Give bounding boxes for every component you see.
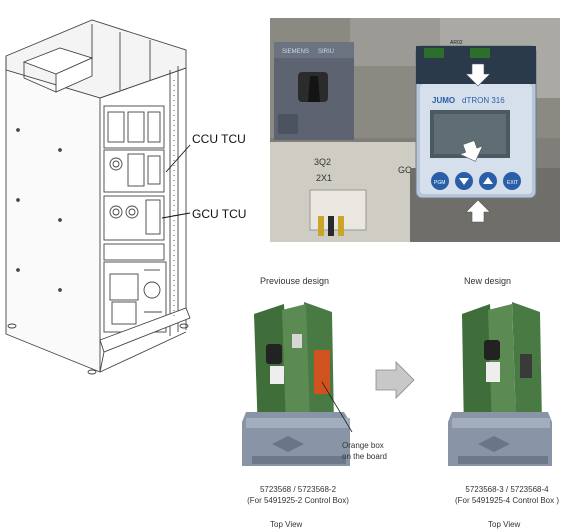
previous-part-caption: 5723568 / 5723568-2 (For 5491925-2 Contr… <box>238 484 358 506</box>
svg-text:EXIT: EXIT <box>507 180 518 186</box>
svg-text:GC: GC <box>398 165 412 175</box>
orange-box <box>314 350 330 394</box>
svg-text:JUMO: JUMO <box>432 96 455 105</box>
new-top-view: Top View <box>488 520 521 529</box>
previous-design-title: Previouse design <box>260 276 330 286</box>
svg-text:AR02: AR02 <box>450 40 463 46</box>
previous-part-number: 5723568 / 5723568-2 <box>259 485 337 494</box>
new-control-box: (For 5491925-4 Control Box ) <box>454 496 560 505</box>
arrow-right-icon <box>375 361 415 399</box>
controller-photo: SIEMENS SIRIU 3Q2 2X1 GC JUMO dTRON 316 … <box>270 18 560 242</box>
orange-box-leader <box>321 381 353 433</box>
previous-control-box: (For 5491925-2 Control Box) <box>247 496 349 505</box>
orange-note-line-1: Orange box <box>342 441 384 450</box>
orange-note-line-2: on the board <box>342 452 387 461</box>
previous-top-view: Top View <box>270 520 303 529</box>
svg-text:SIRIU: SIRIU <box>318 49 334 55</box>
svg-text:SIEMENS: SIEMENS <box>282 49 309 55</box>
svg-text:dTRON 316: dTRON 316 <box>462 96 505 105</box>
new-design-title: New design <box>464 276 512 286</box>
cabinet-drawing <box>5 19 191 375</box>
orange-box-note: Orange box on the board <box>342 440 387 462</box>
gcu-tcu-label: GCU TCU <box>192 207 247 221</box>
svg-text:2X1: 2X1 <box>316 173 332 183</box>
new-part-caption: 5723568-3 / 5723568-4 (For 5491925-4 Con… <box>444 484 570 506</box>
new-board-photo <box>448 302 552 466</box>
ccu-tcu-label: CCU TCU <box>192 132 246 146</box>
svg-text:3Q2: 3Q2 <box>314 157 331 167</box>
previous-board-photo <box>242 302 350 466</box>
svg-text:PGM: PGM <box>434 180 445 186</box>
new-part-number: 5723568-3 / 5723568-4 <box>465 485 549 494</box>
